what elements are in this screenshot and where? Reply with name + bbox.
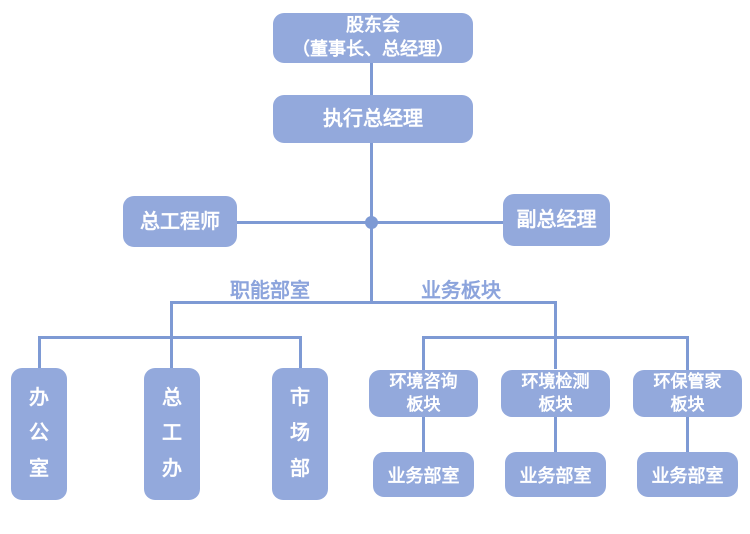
node-business-office-3-label: 业务部室 — [651, 465, 724, 486]
junction-dot — [365, 216, 378, 229]
connector-split-horizontal — [170, 301, 557, 304]
node-shareholders-line2: （董事长、总经理） — [292, 39, 454, 59]
node-segment-consulting-line1: 环境咨询 — [389, 372, 458, 392]
connector-office-drop — [38, 336, 41, 369]
node-chief-engineer-label: 总工程师 — [140, 210, 220, 233]
node-office-label: 办公室 — [29, 386, 49, 480]
connector-right-sub — [422, 336, 689, 339]
node-segment-consulting-line2: 板块 — [406, 394, 441, 414]
node-deputy-gm: 副总经理 — [503, 194, 610, 246]
node-segment-testing-line1: 环境检测 — [521, 372, 590, 392]
connector-seg2-to-biz2 — [554, 416, 557, 453]
connector-seg1-drop — [422, 336, 425, 370]
connector-seg3-drop — [686, 336, 689, 370]
connector-right-branch-drop — [554, 301, 557, 369]
connector-left-sub — [38, 336, 302, 339]
node-segment-steward: 环保管家 板块 — [633, 370, 742, 417]
connector-marketing-drop — [299, 336, 302, 369]
node-marketing-dept-label: 市场部 — [290, 386, 310, 480]
node-segment-steward-line1: 环保管家 — [653, 372, 722, 392]
node-executive-gm: 执行总经理 — [273, 95, 473, 143]
node-segment-testing-line2: 板块 — [538, 394, 573, 414]
node-segment-testing: 环境检测 板块 — [501, 370, 610, 417]
node-business-office-3: 业务部室 — [637, 452, 738, 497]
connector-seg1-to-biz1 — [422, 416, 425, 453]
node-chief-engineer: 总工程师 — [123, 196, 237, 247]
node-segment-steward-line2: 板块 — [670, 394, 705, 414]
node-executive-gm-label: 执行总经理 — [323, 108, 423, 130]
connector-seg3-to-biz3 — [686, 416, 689, 453]
node-business-office-1: 业务部室 — [373, 452, 474, 497]
node-segment-consulting: 环境咨询 板块 — [369, 370, 478, 417]
node-marketing-dept: 市场部 — [272, 368, 328, 500]
branch-label-business: 业务板块 — [421, 280, 501, 302]
node-chief-engineer-office: 总工办 — [144, 368, 200, 500]
node-chief-engineer-office-label: 总工办 — [162, 386, 182, 480]
node-deputy-gm-label: 副总经理 — [516, 209, 597, 231]
node-business-office-2-label: 业务部室 — [519, 465, 592, 486]
node-shareholders-line1: 股东会 — [346, 15, 400, 36]
connector-root-to-exec — [370, 62, 373, 96]
connector-left-branch-drop — [170, 301, 173, 369]
node-business-office-1-label: 业务部室 — [387, 465, 460, 486]
node-office: 办公室 — [11, 368, 67, 500]
node-business-office-2: 业务部室 — [505, 452, 606, 497]
node-shareholders: 股东会 （董事长、总经理） — [273, 13, 473, 63]
branch-label-functional: 职能部室 — [230, 280, 310, 302]
